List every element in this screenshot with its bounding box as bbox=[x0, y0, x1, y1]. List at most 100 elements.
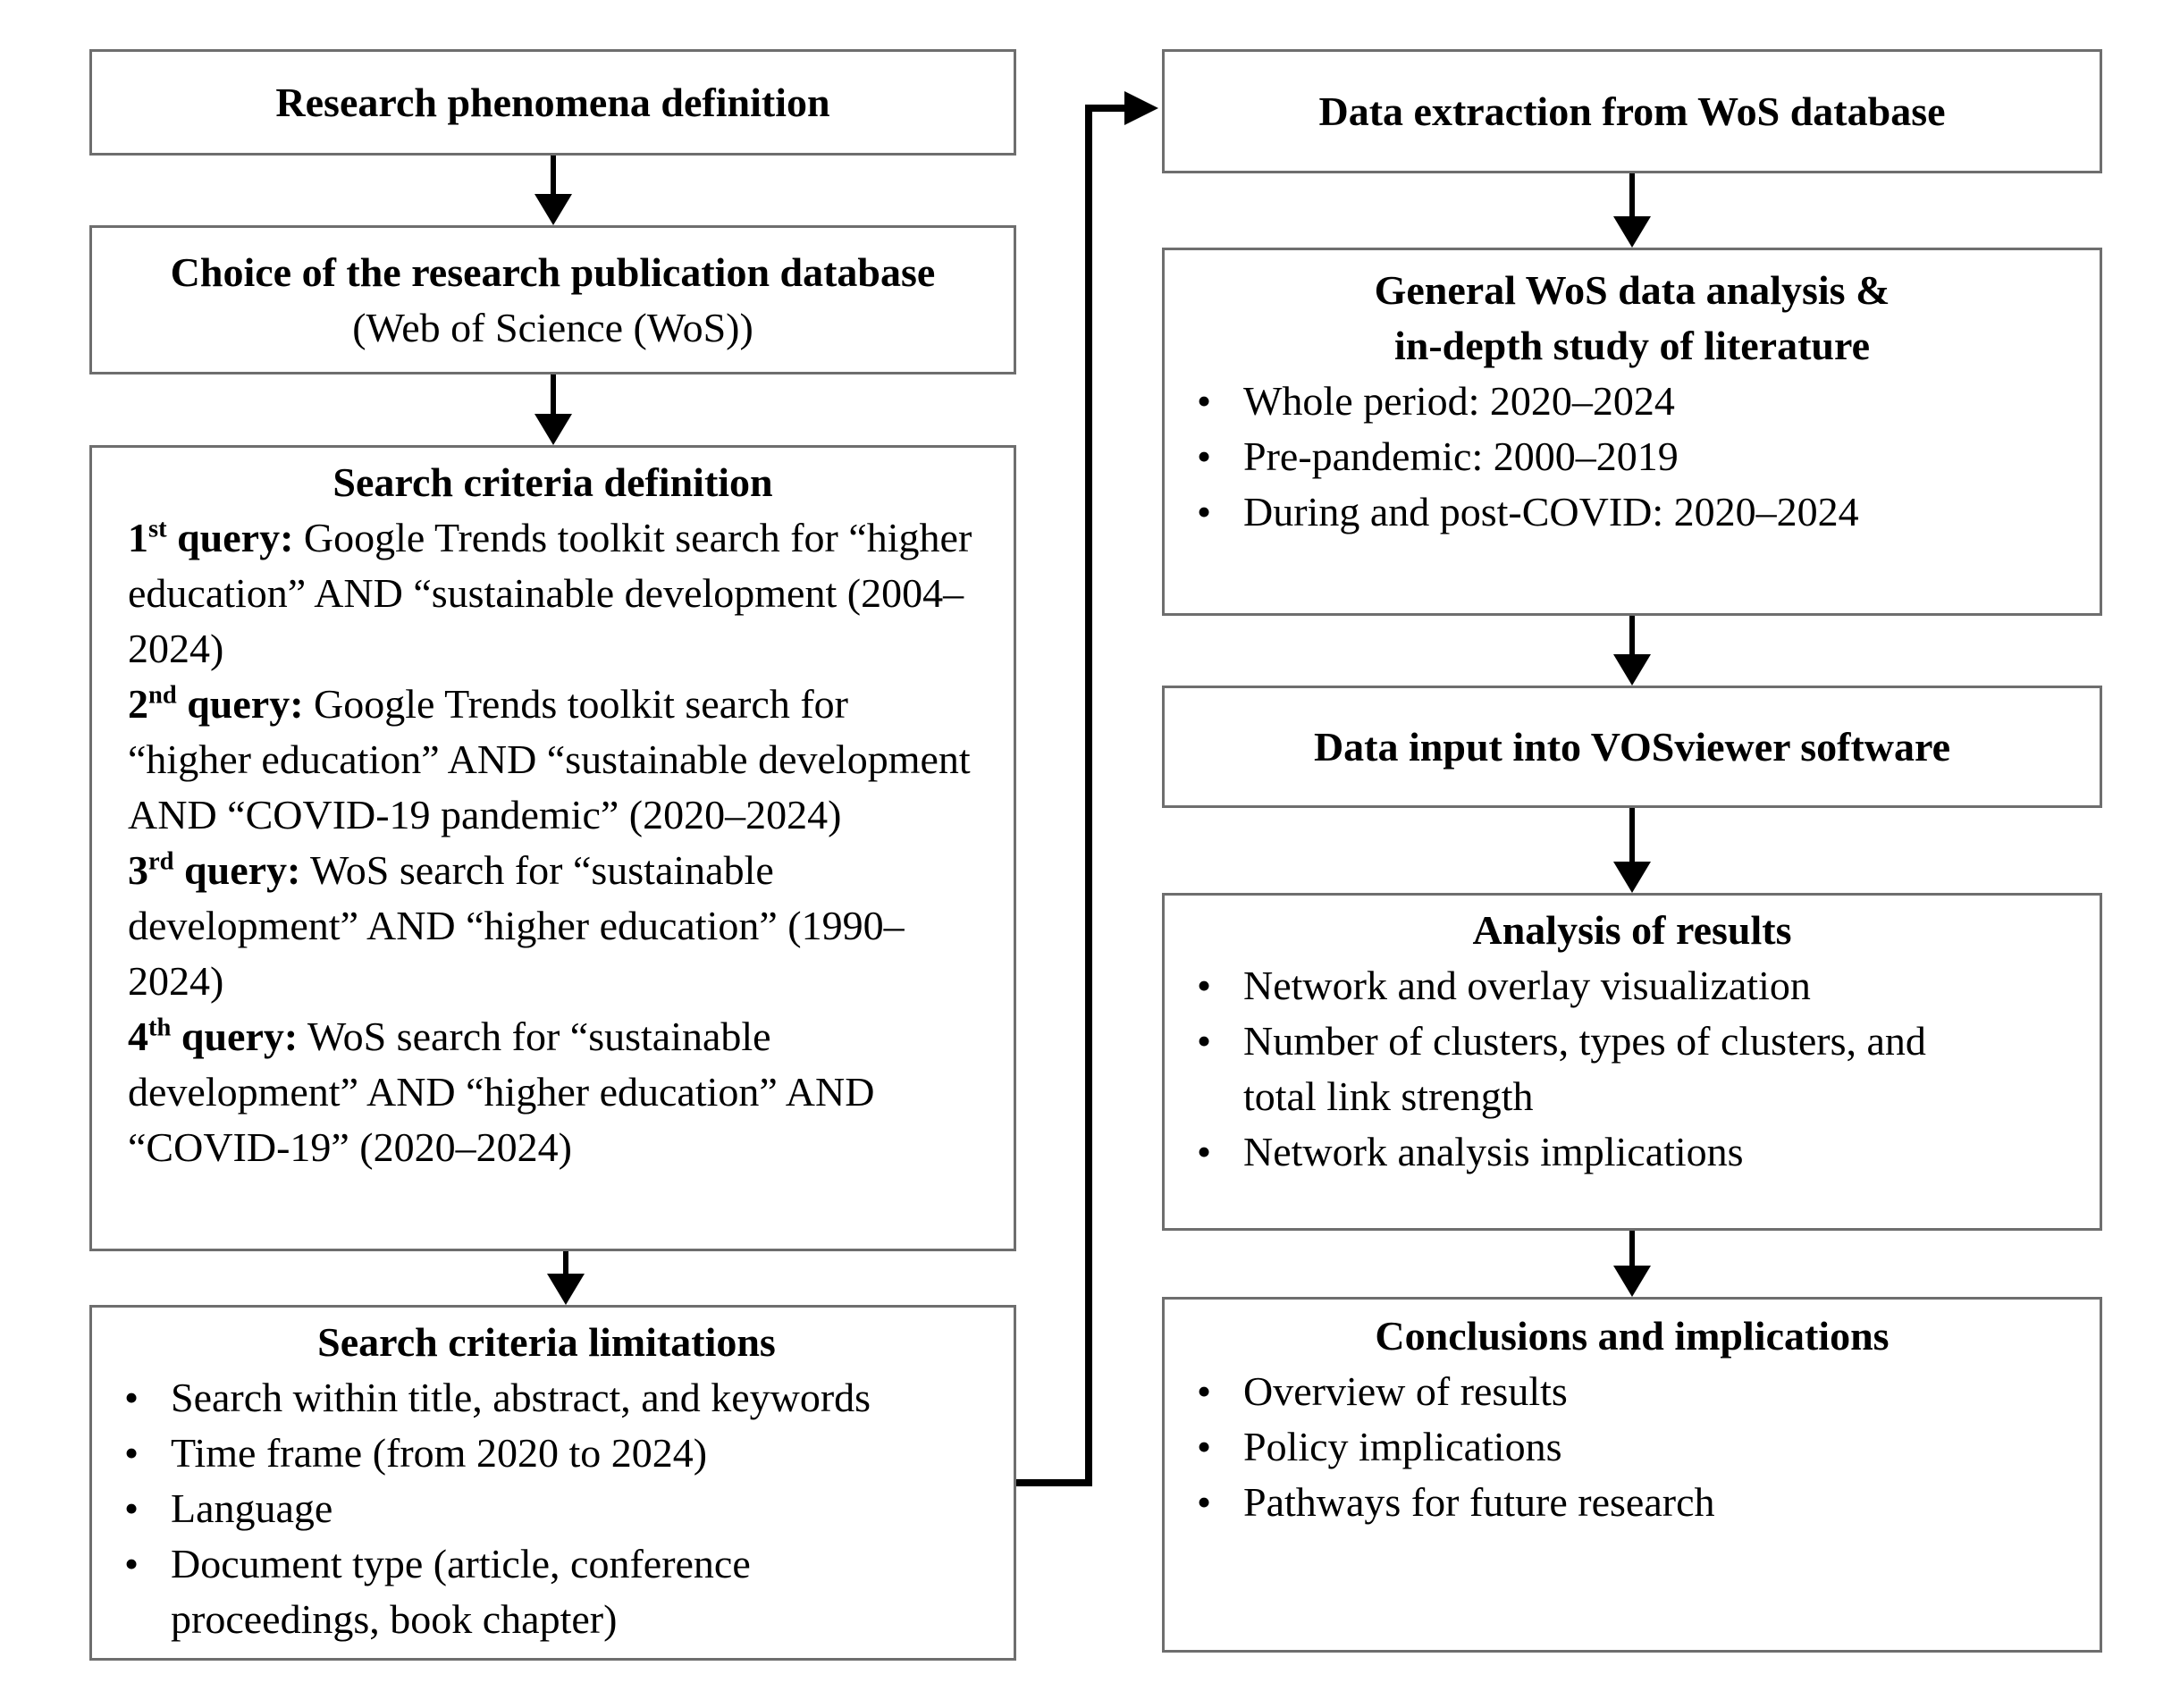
arrowhead-icon bbox=[534, 194, 572, 225]
bullet-text: Language bbox=[171, 1485, 333, 1531]
box-vosviewer-input: Data input into VOSviewer software bbox=[1162, 686, 2102, 808]
query-label: query: bbox=[173, 847, 301, 893]
bullet-text: Search within title, abstract, and keywo… bbox=[171, 1375, 871, 1420]
arrowhead-icon bbox=[534, 414, 572, 445]
box-search-criteria-limitations: Search criteria limitations • Search wit… bbox=[89, 1305, 1016, 1661]
bullet-text: Policy implications bbox=[1243, 1424, 1562, 1469]
box-database-choice-title: Choice of the research publication datab… bbox=[170, 248, 936, 295]
arrow-stem bbox=[551, 374, 556, 416]
bullet-text: Document type (article, conference proce… bbox=[171, 1541, 751, 1642]
box-search-criteria-definition: Search criteria definition 1st query: Go… bbox=[89, 445, 1016, 1251]
list-item: • Language bbox=[92, 1481, 1001, 1536]
arrow-down-icon bbox=[1612, 808, 1652, 893]
arrow-stem bbox=[551, 156, 556, 197]
connector-top-segment bbox=[1085, 105, 1126, 112]
bullet-text: Number of clusters, types of clusters, a… bbox=[1243, 1018, 1926, 1119]
limitations-list: • Search within title, abstract, and key… bbox=[92, 1370, 1001, 1647]
bullet-icon: • bbox=[1197, 1424, 1212, 1469]
list-item: • Pre-pandemic: 2000–2019 bbox=[1165, 429, 2100, 484]
arrowhead-icon bbox=[1613, 654, 1651, 686]
list-item: • Overview of results bbox=[1165, 1364, 2100, 1419]
query-text: WoS search for “sustainable development”… bbox=[128, 1014, 875, 1170]
bullet-icon: • bbox=[124, 1430, 139, 1476]
list-item: • Document type (article, conference pro… bbox=[92, 1536, 1001, 1647]
arrowhead-icon bbox=[1613, 216, 1651, 248]
bullet-text: Pre-pandemic: 2000–2019 bbox=[1243, 433, 1679, 479]
box-analysis-of-results: Analysis of results • Network and overla… bbox=[1162, 893, 2102, 1231]
bullet-icon: • bbox=[1197, 963, 1212, 1008]
analysis-periods-list: • Whole period: 2020–2024 • Pre-pandemic… bbox=[1165, 374, 2100, 540]
list-item: • Number of clusters, types of clusters,… bbox=[1165, 1014, 2100, 1124]
arrow-stem bbox=[1629, 173, 1635, 219]
arrowhead-icon bbox=[547, 1274, 585, 1305]
query-label: query: bbox=[176, 681, 304, 727]
arrow-down-icon bbox=[1612, 616, 1652, 686]
box-search-criteria-limitations-title: Search criteria limitations bbox=[317, 1319, 776, 1365]
bullet-icon: • bbox=[1197, 1129, 1212, 1174]
arrow-down-icon bbox=[534, 156, 573, 225]
bullet-text: Network analysis implications bbox=[1243, 1129, 1744, 1174]
bullet-text: Whole period: 2020–2024 bbox=[1243, 378, 1675, 424]
query-ordinal: 2 bbox=[128, 681, 148, 727]
query-label: query: bbox=[171, 1014, 299, 1059]
bullet-text: Time frame (from 2020 to 2024) bbox=[171, 1430, 708, 1476]
box-conclusions: Conclusions and implications • Overview … bbox=[1162, 1297, 2102, 1653]
bullet-icon: • bbox=[1197, 1018, 1212, 1064]
list-item: • Search within title, abstract, and key… bbox=[92, 1370, 1001, 1426]
box-vosviewer-input-title: Data input into VOSviewer software bbox=[1313, 723, 1951, 770]
list-item: • Whole period: 2020–2024 bbox=[1165, 374, 2100, 429]
query-ordinal-suffix: nd bbox=[148, 681, 177, 710]
arrow-stem bbox=[1629, 808, 1635, 864]
query-text: Google Trends toolkit search for “higher… bbox=[128, 681, 971, 837]
bullet-text: During and post-COVID: 2020–2024 bbox=[1243, 489, 1859, 534]
box-conclusions-title: Conclusions and implications bbox=[1375, 1313, 1890, 1359]
box-data-extraction-title: Data extraction from WoS database bbox=[1318, 88, 1946, 134]
query-ordinal: 3 bbox=[128, 847, 148, 893]
arrow-stem bbox=[563, 1251, 568, 1276]
query-list: 1st query: Google Trends toolkit search … bbox=[128, 510, 978, 1175]
arrowhead-icon bbox=[1613, 862, 1651, 893]
bullet-icon: • bbox=[1197, 1479, 1212, 1525]
list-item: • Policy implications bbox=[1165, 1419, 2100, 1475]
bullet-icon: • bbox=[1197, 489, 1212, 534]
box-general-analysis-title-line1: General WoS data analysis & bbox=[1374, 267, 1890, 313]
connector-vertical-segment bbox=[1085, 105, 1092, 1486]
list-item: • Network and overlay visualization bbox=[1165, 958, 2100, 1014]
connector-bottom-segment bbox=[1016, 1479, 1092, 1486]
box-research-phenomena: Research phenomena definition bbox=[89, 49, 1016, 156]
box-data-extraction: Data extraction from WoS database bbox=[1162, 49, 2102, 173]
query-text: Google Trends toolkit search for “higher… bbox=[128, 515, 972, 671]
bullet-text: Overview of results bbox=[1243, 1368, 1568, 1414]
arrow-down-icon bbox=[1612, 173, 1652, 248]
bullet-icon: • bbox=[1197, 1368, 1212, 1414]
list-item: • During and post-COVID: 2020–2024 bbox=[1165, 484, 2100, 540]
query-ordinal-suffix: rd bbox=[148, 847, 174, 876]
conclusions-list: • Overview of results • Policy implicati… bbox=[1165, 1364, 2100, 1530]
arrowhead-icon bbox=[1613, 1266, 1651, 1297]
results-list: • Network and overlay visualization • Nu… bbox=[1165, 958, 2100, 1180]
bullet-icon: • bbox=[124, 1375, 139, 1420]
arrow-stem bbox=[1629, 1231, 1635, 1268]
box-research-phenomena-title: Research phenomena definition bbox=[275, 79, 830, 125]
arrow-down-icon bbox=[534, 374, 573, 445]
query-item: 2nd query: Google Trends toolkit search … bbox=[128, 677, 978, 843]
box-search-criteria-definition-title: Search criteria definition bbox=[332, 459, 773, 505]
bullet-icon: • bbox=[1197, 378, 1212, 424]
query-ordinal: 4 bbox=[128, 1014, 148, 1059]
bullet-icon: • bbox=[1197, 433, 1212, 479]
arrow-stem bbox=[1629, 616, 1635, 657]
box-general-analysis-title-line2: in-depth study of literature bbox=[1394, 323, 1870, 368]
box-general-analysis: General WoS data analysis & in-depth stu… bbox=[1162, 248, 2102, 616]
query-item: 1st query: Google Trends toolkit search … bbox=[128, 510, 978, 677]
query-ordinal: 1 bbox=[128, 515, 148, 560]
arrow-down-icon bbox=[1612, 1231, 1652, 1297]
query-label: query: bbox=[166, 515, 294, 560]
query-ordinal-suffix: th bbox=[148, 1014, 172, 1042]
bullet-icon: • bbox=[124, 1541, 139, 1586]
query-item: 4th query: WoS search for “sustainable d… bbox=[128, 1009, 978, 1175]
arrow-down-icon bbox=[546, 1251, 585, 1305]
box-database-choice: Choice of the research publication datab… bbox=[89, 225, 1016, 374]
bullet-text: Pathways for future research bbox=[1243, 1479, 1715, 1525]
bullet-icon: • bbox=[124, 1485, 139, 1531]
